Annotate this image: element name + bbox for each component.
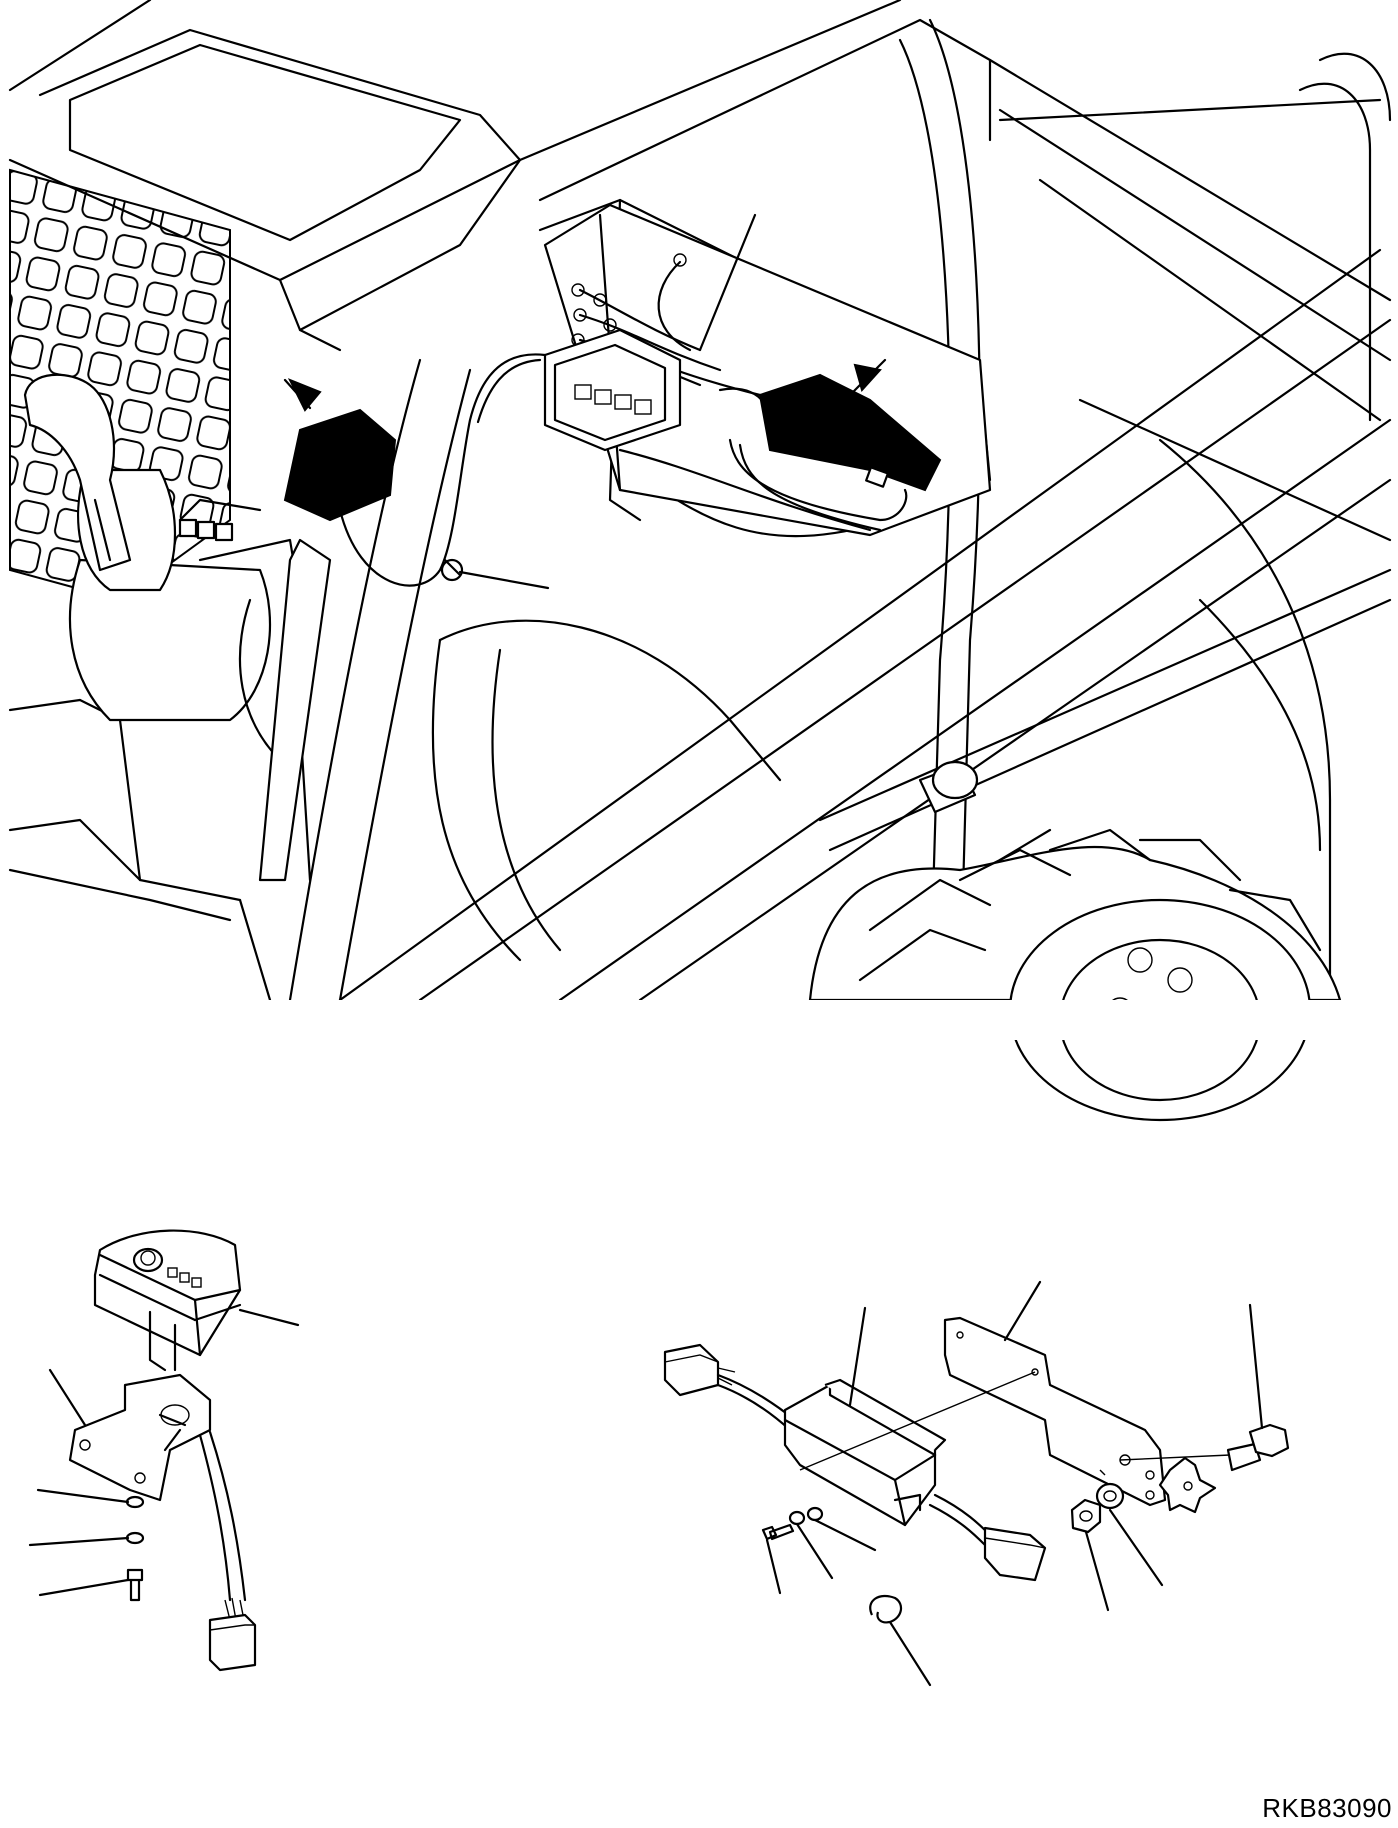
component-marker-left [283,408,397,522]
screw-left [761,1523,795,1541]
star-washer [1158,1456,1217,1514]
washer-top [125,1495,145,1509]
machine-overview [8,0,1392,1122]
rear-grille [9,168,231,602]
component-marker-right [758,373,942,492]
cable-clip [869,1594,903,1624]
screw-bottom [126,1568,144,1602]
controller-bracket [943,1316,1167,1507]
monitor-bracket [68,1373,212,1502]
monitor-assembly-detail [28,1229,300,1672]
bolt-right [1226,1442,1262,1472]
drawing-reference-code: RKB83090 [1262,1793,1392,1823]
nut [1070,1498,1102,1534]
flat-washer [1095,1482,1125,1510]
washer-mid [125,1531,145,1545]
controller-unit [783,1383,937,1527]
clamp-callout [440,558,464,582]
controller-assembly-detail [663,1280,1290,1687]
